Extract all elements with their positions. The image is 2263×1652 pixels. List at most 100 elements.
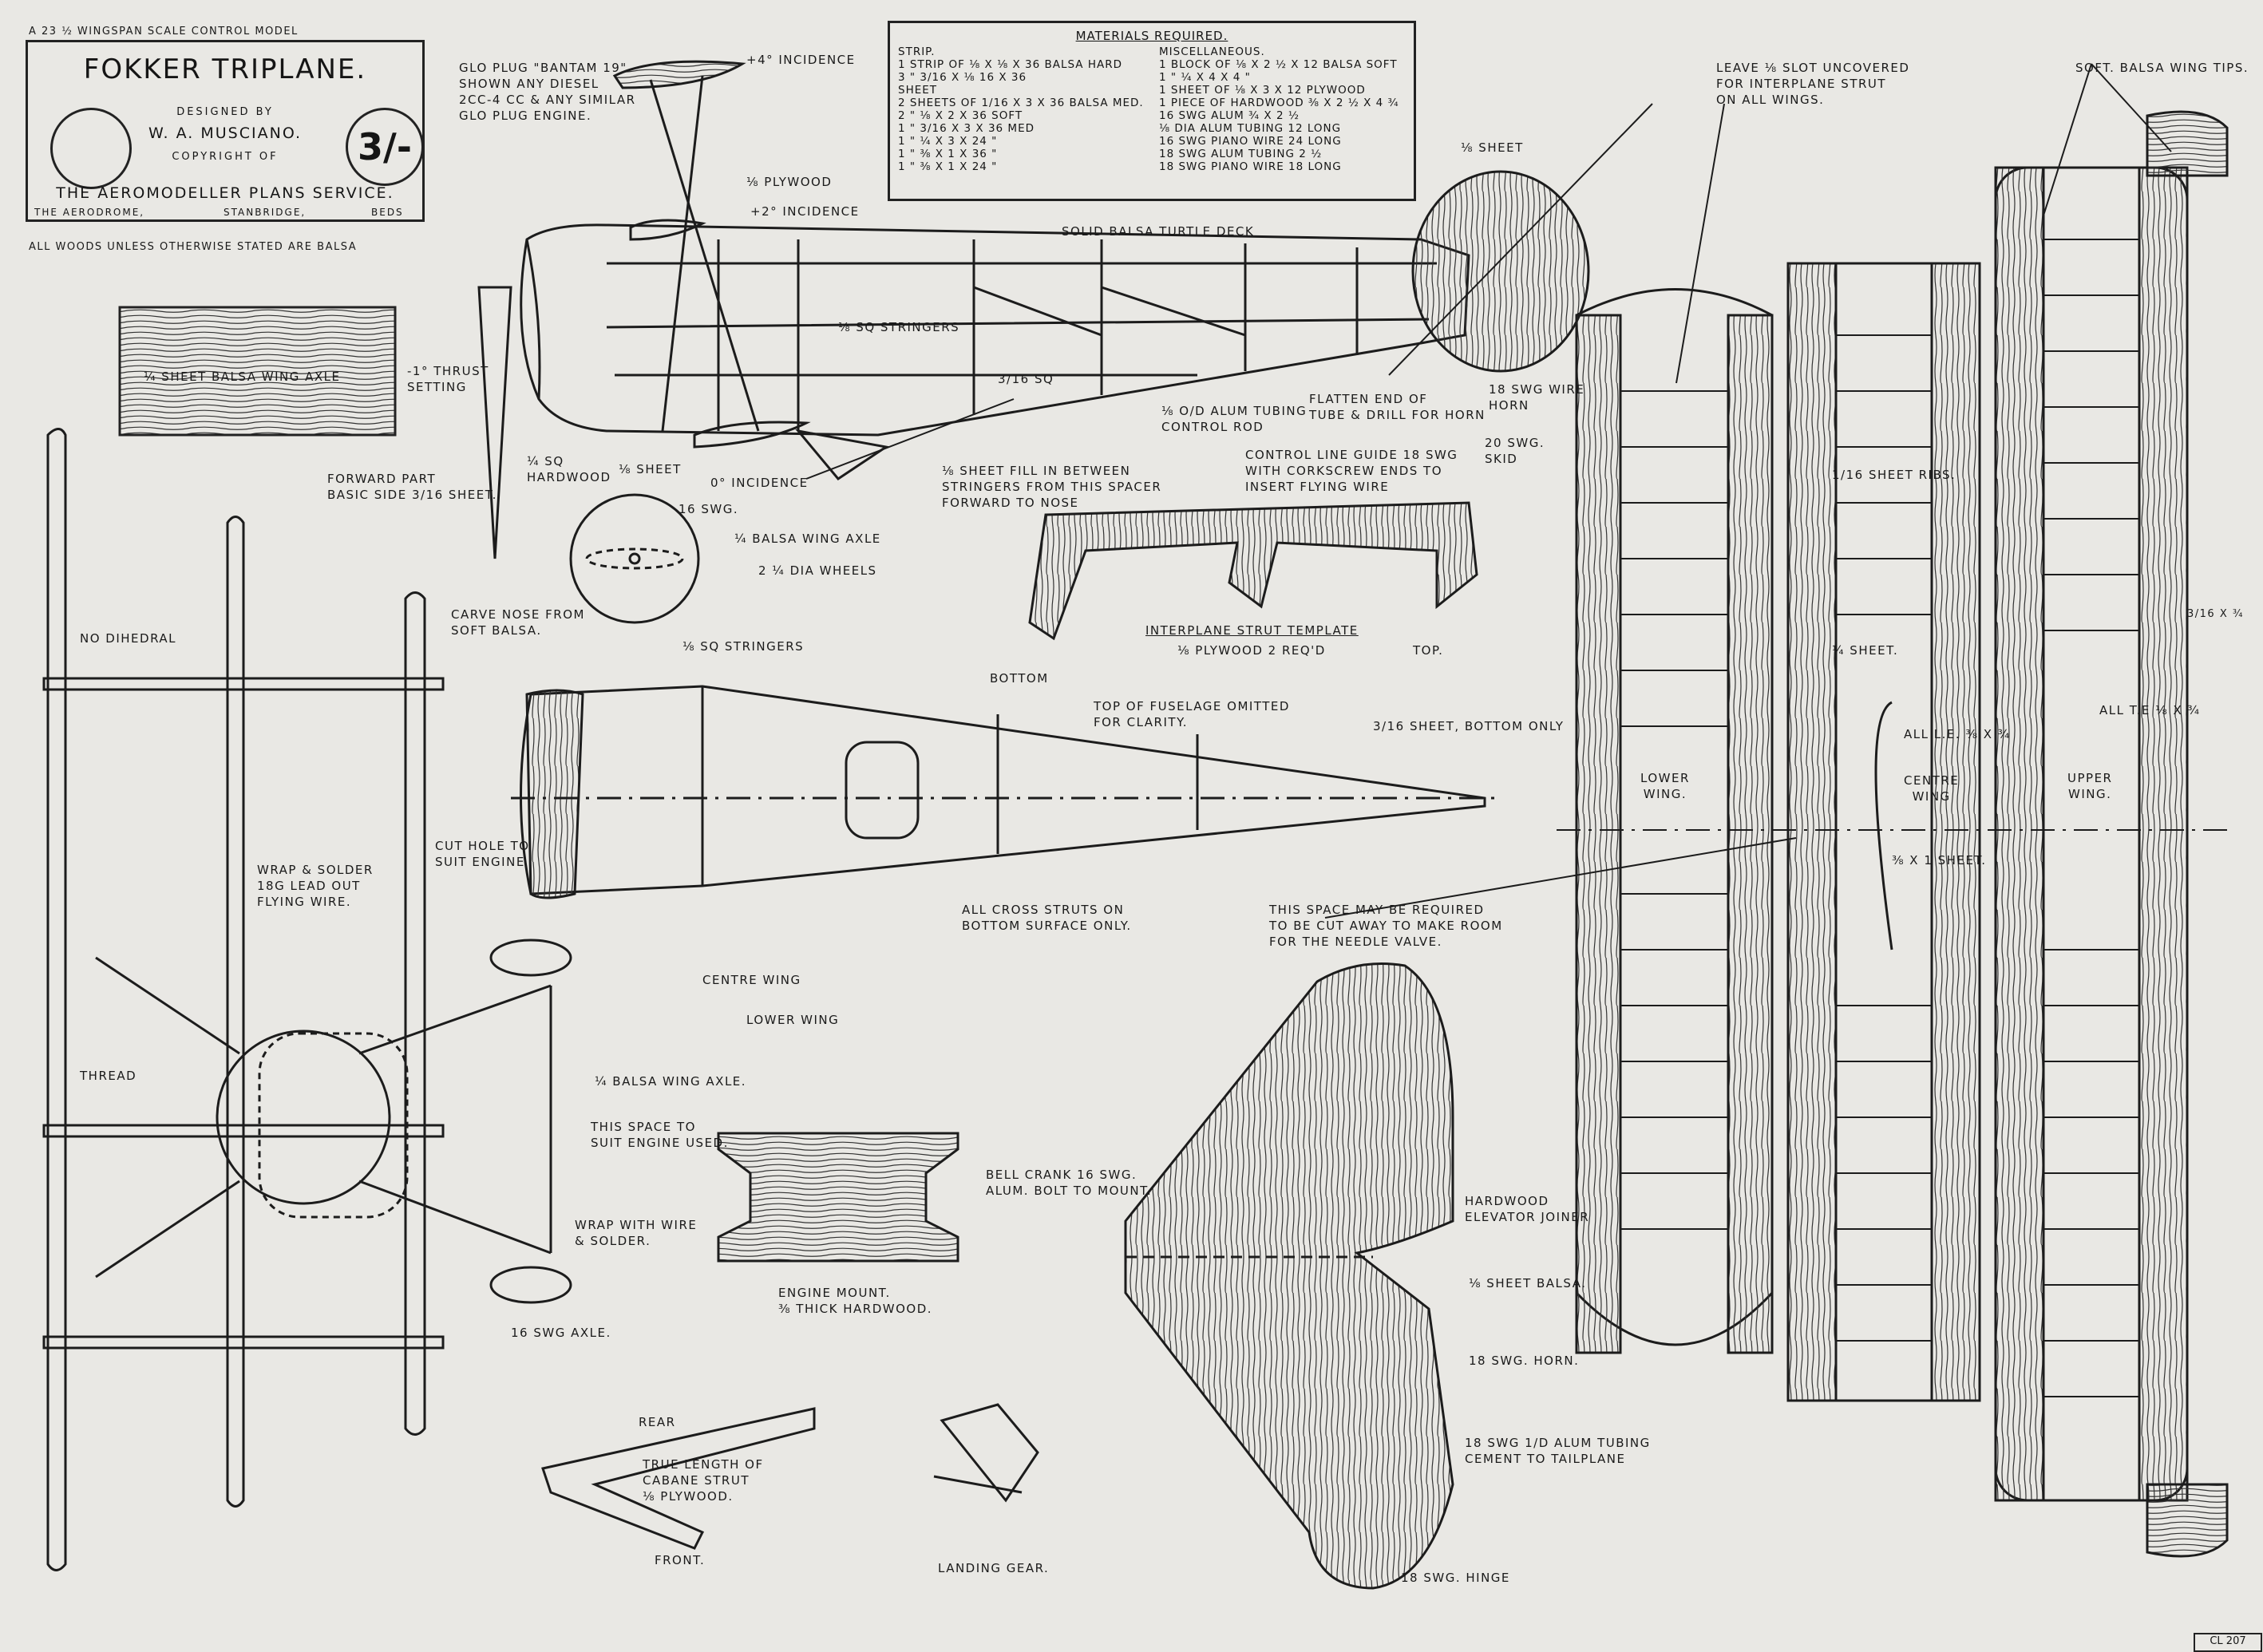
materials-row: STRIP. — [898, 45, 936, 58]
wing-tips-label: SOFT. BALSA WING TIPS. — [2075, 61, 2249, 75]
lower-wing-label: LOWER WING. — [1640, 771, 1690, 801]
control-guide-note: CONTROL LINE GUIDE 18 SWG WITH CORKSCREW… — [1245, 448, 1458, 494]
materials-row: 2 " ⅛ X 2 X 36 SOFT — [898, 109, 1023, 122]
materials-left-column: STRIP. 1 STRIP OF ⅛ X ⅛ X 36 BALSA HARD … — [898, 45, 1145, 173]
materials-row: 1 " 3/16 X 3 X 36 MED — [898, 122, 1035, 135]
materials-row: 1 " ⅜ X 1 X 24 " — [898, 160, 998, 173]
no-dihedral-label: NO DIHEDRAL — [80, 631, 177, 646]
wrap-solder-note: WRAP & SOLDER 18G LEAD OUT FLYING WIRE. — [257, 863, 374, 909]
tailplane — [1124, 962, 1454, 1590]
materials-row: 16 SWG ALUM ¾ X 2 ½ — [1159, 109, 1300, 122]
materials-row: 1 STRIP OF ⅛ X ⅛ X 36 BALSA HARD — [898, 58, 1122, 71]
trailing-edge-label: ALL T.E ⅛ X ¾ — [2099, 703, 2201, 717]
materials-row: 1 BLOCK OF ⅛ X 2 ½ X 12 BALSA SOFT — [1159, 58, 1398, 71]
materials-row: 18 SWG ALUM TUBING 2 ½ — [1159, 148, 1323, 160]
engine-mount — [717, 1132, 959, 1263]
wrap-wire-note: WRAP WITH WIRE & SOLDER. — [575, 1218, 698, 1248]
incidence-plus2-label: +2° INCIDENCE — [750, 204, 860, 219]
wheel — [569, 493, 700, 624]
plans-service: THE AEROMODELLER PLANS SERVICE. — [56, 184, 394, 202]
sheet-balsa-label: ⅛ SHEET BALSA. — [1469, 1276, 1587, 1290]
top-omitted-note: TOP OF FUSELAGE OMITTED FOR CLARITY. — [1094, 699, 1290, 729]
horn-label: 18 SWG. HORN. — [1469, 1354, 1580, 1368]
wing-axle-sheet-label: ¼ SHEET BALSA WING AXLE — [144, 370, 341, 384]
quarter-sheet-label: ¼ SHEET. — [1832, 643, 1899, 658]
materials-row: 1 PIECE OF HARDWOOD ⅜ X 2 ½ X 4 ¾ — [1159, 97, 1399, 109]
leader-lines — [805, 63, 2172, 919]
lower-wing-dimension: LOWER WING — [746, 1013, 840, 1027]
side-view — [477, 60, 1590, 559]
control-rod-note: ⅛ O/D ALUM TUBING CONTROL ROD — [1161, 404, 1308, 434]
sq-316-label: 3/16 SQ — [998, 372, 1054, 386]
turtle-deck-label: SOLID BALSA TURTLE DECK — [1062, 224, 1255, 239]
materials-row: 18 SWG PIANO WIRE 18 LONG — [1159, 160, 1342, 173]
hardwood-note: ¼ SQ HARDWOOD — [527, 454, 611, 484]
strut-template — [1028, 501, 1478, 641]
address-line-2: STANBRIDGE, — [224, 207, 307, 218]
title-header: A 23 ½ WINGSPAN SCALE CONTROL MODEL — [29, 26, 299, 38]
materials-row: ⅛ DIA ALUM TUBING 12 LONG — [1159, 122, 1342, 135]
rear-label: REAR — [639, 1415, 676, 1429]
swg16-label: 16 SWG. — [679, 502, 739, 516]
strut-template-title: INTERPLANE STRUT TEMPLATE — [1145, 623, 1359, 638]
cabane-strut — [541, 1407, 816, 1550]
hinge-label: 18 SWG. HINGE — [1401, 1571, 1510, 1585]
top-label: TOP. — [1413, 643, 1444, 658]
wheels-label: 2 ¼ DIA WHEELS — [758, 563, 877, 578]
balsa-sample — [118, 306, 397, 437]
upper-wing-plan — [1994, 110, 2229, 1558]
carve-nose-note: CARVE NOSE FROM SOFT BALSA. — [451, 607, 585, 638]
cut-away-note: THIS SPACE MAY BE REQUIRED TO BE CUT AWA… — [1269, 903, 1503, 949]
centre-wing-plan — [1786, 262, 1981, 1402]
designed-by-label: DESIGNED BY — [176, 106, 274, 118]
glo-plug-note: GLO PLUG "BANTAM 19" SHOWN ANY DIESEL 2C… — [459, 61, 636, 123]
cabane-note: TRUE LENGTH OF CABANE STRUT ⅛ PLYWOOD. — [643, 1457, 764, 1504]
plan-title: FOKKER TRIPLANE. — [83, 53, 367, 85]
materials-right-column: MISCELLANEOUS. 1 BLOCK OF ⅛ X 2 ½ X 12 B… — [1159, 45, 1406, 173]
flatten-note: FLATTEN END OF TUBE & DRILL FOR HORN — [1309, 392, 1486, 422]
sheet-ribs-label: 1/16 SHEET RIBS. — [1832, 468, 1956, 482]
tip-size-label: 3/16 X ¾ — [2187, 608, 2244, 620]
lower-wing-plan — [1575, 288, 1774, 1354]
stringers-top-label: ⅛ SQ STRINGERS — [682, 639, 805, 654]
bottom-sheet-label: 3/16 SHEET, BOTTOM ONLY — [1373, 719, 1565, 733]
cut-hole-note: CUT HOLE TO SUIT ENGINE — [435, 839, 530, 869]
elevator-joiner-note: HARDWOOD ELEVATOR JOINER — [1465, 1194, 1590, 1224]
thrust-note: -1° THRUST SETTING — [407, 364, 489, 394]
materials-row: 1 " ⅜ X 1 X 36 " — [898, 148, 998, 160]
sheet-label: ⅛ SHEET — [619, 462, 682, 476]
materials-table: MATERIALS REQUIRED. STRIP. 1 STRIP OF ⅛ … — [888, 21, 1416, 201]
centre-sheet-label: ⅜ X 1 SHEET. — [1892, 853, 1987, 867]
materials-row: 16 SWG PIANO WIRE 24 LONG — [1159, 135, 1342, 148]
materials-row: SHEET — [898, 84, 938, 97]
materials-row: 1 " ¼ X 4 X 4 " — [1159, 71, 1251, 84]
wire-horn-note: 18 SWG WIRE HORN — [1489, 382, 1585, 413]
centre-wing-label: CENTRE WING — [1904, 773, 1960, 804]
axle-label: 16 SWG AXLE. — [511, 1326, 611, 1340]
strut-template-material: ⅛ PLYWOOD 2 REQ'D — [1177, 643, 1326, 658]
address-line-3: BEDS — [371, 207, 404, 218]
title-block: FOKKER TRIPLANE. DESIGNED BY W. A. MUSCI… — [26, 40, 425, 222]
materials-row: 1 " ¼ X 3 X 24 " — [898, 135, 998, 148]
materials-row: 2 SHEETS OF 1/16 X 3 X 36 BALSA MED. — [898, 97, 1144, 109]
plan-id: CL 207 — [2194, 1633, 2262, 1652]
plywood-label: ⅛ PLYWOOD — [746, 175, 833, 189]
aeromodeller-logo — [50, 108, 132, 189]
upper-wing-label: UPPER WING. — [2067, 771, 2113, 801]
cross-struts-note: ALL CROSS STRUTS ON BOTTOM SURFACE ONLY. — [962, 903, 1132, 933]
tail-tubing-note: 18 SWG 1/D ALUM TUBING CEMENT TO TAILPLA… — [1465, 1436, 1651, 1466]
skid-note: 20 SWG. SKID — [1485, 436, 1545, 466]
price-badge: 3/- — [346, 108, 424, 186]
centre-wing-dimension: CENTRE WING — [702, 973, 801, 987]
engine-mount-note: ENGINE MOUNT. ⅜ THICK HARDWOOD. — [778, 1286, 933, 1316]
top-view — [511, 685, 1501, 899]
leading-edge-label: ALL L.E. ⅜ X ¾ — [1904, 727, 2011, 741]
materials-heading: MATERIALS REQUIRED. — [1075, 29, 1228, 43]
sheet-fill-note: ⅛ SHEET FILL IN BETWEEN STRINGERS FROM T… — [942, 464, 1162, 510]
address-line-1: THE AERODROME, — [34, 207, 145, 218]
materials-row: 3 " 3/16 X ⅛ 16 X 36 — [898, 71, 1027, 84]
designer-name: W. A. MUSCIANO. — [148, 124, 303, 142]
slot-note: LEAVE ⅛ SLOT UNCOVERED FOR INTERPLANE ST… — [1716, 61, 1910, 107]
thread-label: THREAD — [80, 1069, 137, 1083]
